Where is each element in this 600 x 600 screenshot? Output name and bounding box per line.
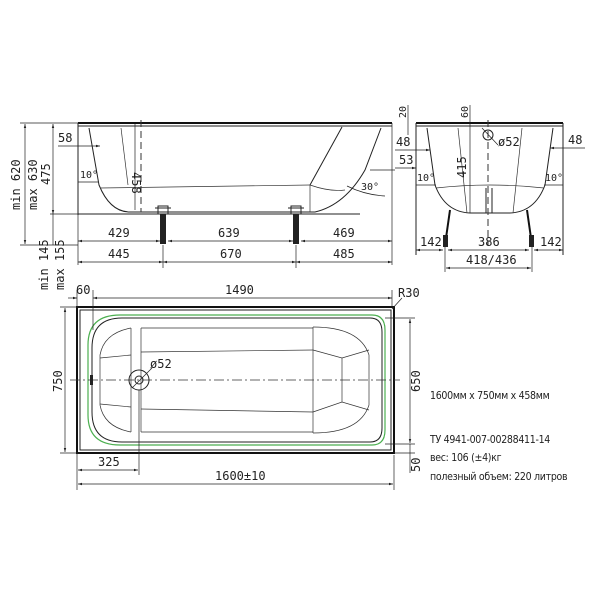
dim-20: 20 — [398, 106, 409, 118]
dim-415: 415 — [455, 156, 469, 178]
dim-418-436: 418/436 — [466, 253, 517, 267]
dim-60: 60 — [460, 106, 471, 118]
dim-429: 429 — [108, 226, 130, 240]
dim-386: 386 — [478, 235, 500, 249]
dim-142-left: 142 — [420, 235, 442, 249]
dim-458: 458 — [129, 172, 143, 194]
dim-drain-52: ø52 — [498, 135, 520, 149]
side-view: min 620 max 630 475 min 145 max 155 58 4… — [9, 120, 395, 290]
dim-325: 325 — [98, 455, 120, 469]
dim-1600: 1600±10 — [215, 469, 266, 483]
dim-max-155: max 155 — [53, 239, 67, 290]
dim-469: 469 — [333, 226, 355, 240]
angle-10-left: 10° — [80, 170, 98, 181]
dim-1490: 1490 — [225, 283, 254, 297]
leg-left — [155, 205, 171, 244]
dim-48-left: 48 — [396, 135, 410, 149]
spec-volume: полезный объем: 220 литров — [430, 471, 568, 483]
dim-min-145: min 145 — [37, 239, 51, 290]
dim-min-620: min 620 — [9, 159, 23, 210]
dim-r30: R30 — [398, 286, 420, 300]
dim-142-right: 142 — [540, 235, 562, 249]
angle-10-left-end: 10° — [417, 173, 435, 184]
dim-639: 639 — [218, 226, 240, 240]
spec-dimensions: 1600мм x 750мм x 458мм — [430, 390, 550, 402]
end-view: 20 60 48 53 ø52 48 415 10° 10° 142 386 1… — [395, 105, 585, 272]
dim-475: 475 — [39, 163, 53, 185]
dim-60-top: 60 — [76, 283, 90, 297]
dim-max-630: max 630 — [26, 159, 40, 210]
dim-650: 650 — [409, 370, 423, 392]
top-view: ø52 60 1490 R30 750 650 50 325 — [51, 283, 423, 490]
dim-48-right: 48 — [568, 133, 582, 147]
dim-drain-52-top: ø52 — [150, 357, 172, 371]
angle-30: 30° — [361, 182, 379, 193]
angle-10-right-end: 10° — [545, 173, 563, 184]
dim-50: 50 — [409, 458, 423, 472]
dim-445: 445 — [108, 247, 130, 261]
leg-right — [288, 205, 304, 244]
dim-58: 58 — [58, 131, 72, 145]
dim-670: 670 — [220, 247, 242, 261]
dim-750: 750 — [51, 370, 65, 392]
dim-485: 485 — [333, 247, 355, 261]
spec-weight: вес: 106 (±4)кг — [430, 452, 502, 464]
dim-53: 53 — [399, 153, 413, 167]
spec-standard: ТУ 4941-007-00288411-14 — [430, 434, 551, 446]
